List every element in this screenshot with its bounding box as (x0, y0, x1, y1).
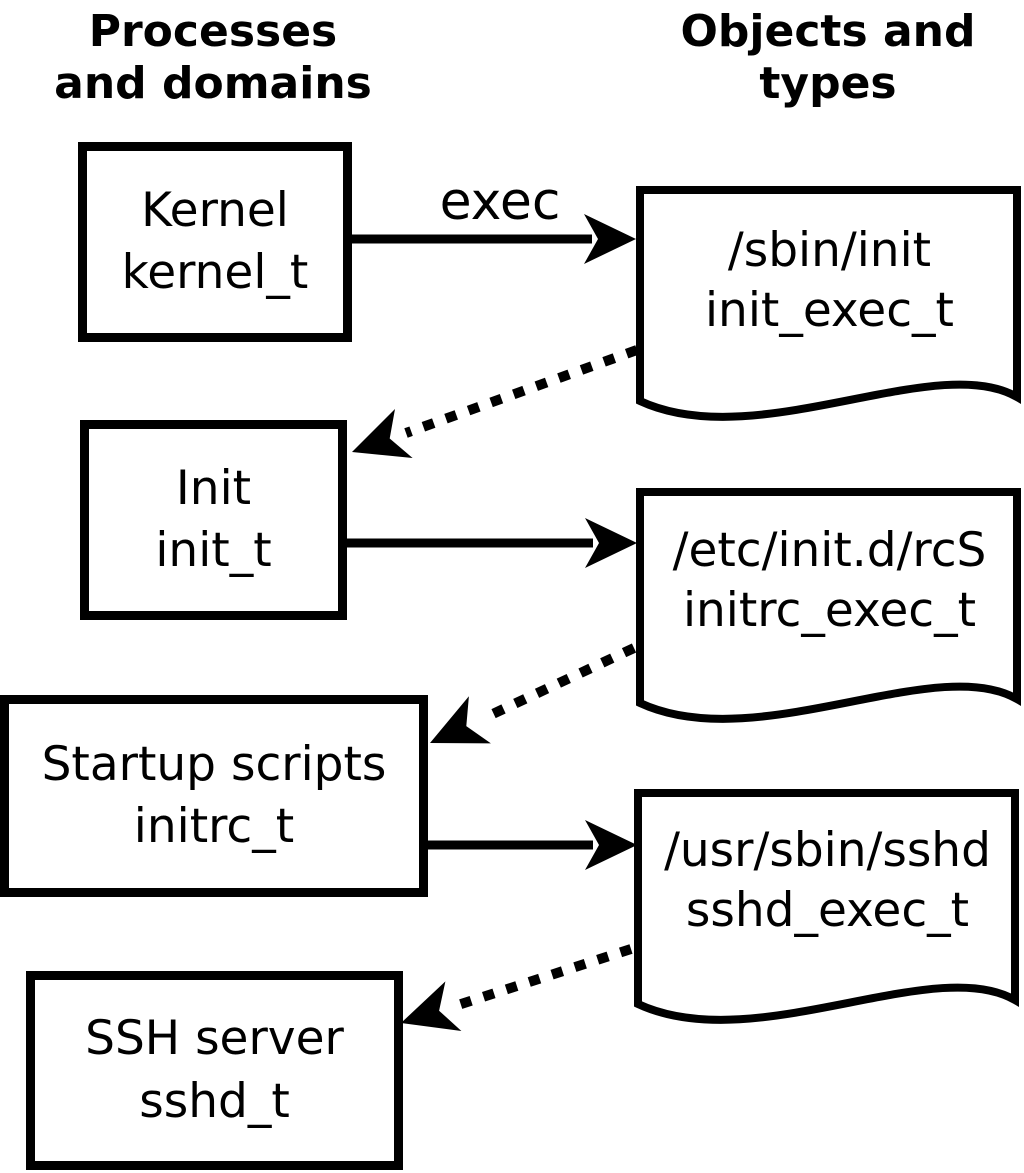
exec-arrowhead-startup-scripts-to-usr-sbin-sshd (585, 820, 637, 870)
document-shape-etc-initd-rcs (636, 488, 1021, 723)
process-box-startup-scripts: Startup scripts initrc_t (0, 695, 428, 897)
process-box-init: Init init_t (80, 420, 347, 620)
transition-arrow-usr-sbin-sshd-to-ssh-server (453, 944, 633, 1011)
exec-arrowhead-init-to-etc-initd-rcs (585, 518, 637, 568)
process-box-ssh-server: SSH server sshd_t (26, 971, 403, 1170)
transition-arrowhead-sbin-init-to-init (352, 409, 413, 458)
exec-edge-label: exec (439, 172, 561, 232)
document-shape-usr-sbin-sshd (634, 789, 1019, 1024)
transition-arrow-etc-initd-rcs-to-startup-scripts (479, 643, 637, 724)
transition-arrowhead-usr-sbin-sshd-to-ssh-server (401, 981, 462, 1031)
process-domain-type: init_t (155, 523, 272, 578)
transition-arrow-sbin-init-to-init (404, 345, 639, 438)
process-domain-type: sshd_t (139, 1073, 290, 1129)
column-header-objects-and-types: Objects and types (680, 6, 976, 110)
process-domain-type: initrc_t (133, 799, 295, 854)
document-shape-sbin-init (636, 186, 1021, 421)
process-name: Startup scripts (41, 736, 387, 792)
process-box-kernel: Kernel kernel_t (78, 142, 352, 342)
process-name: Kernel (141, 182, 289, 238)
column-header-processes-and-domains: Processes and domains (54, 6, 372, 110)
process-name: Init (175, 460, 252, 516)
transition-arrowhead-etc-initd-rcs-to-startup-scripts (430, 696, 491, 744)
process-name: SSH server (85, 1011, 344, 1066)
exec-arrowhead-kernel-to-sbin-init (584, 214, 636, 264)
process-domain-type: kernel_t (121, 245, 309, 300)
